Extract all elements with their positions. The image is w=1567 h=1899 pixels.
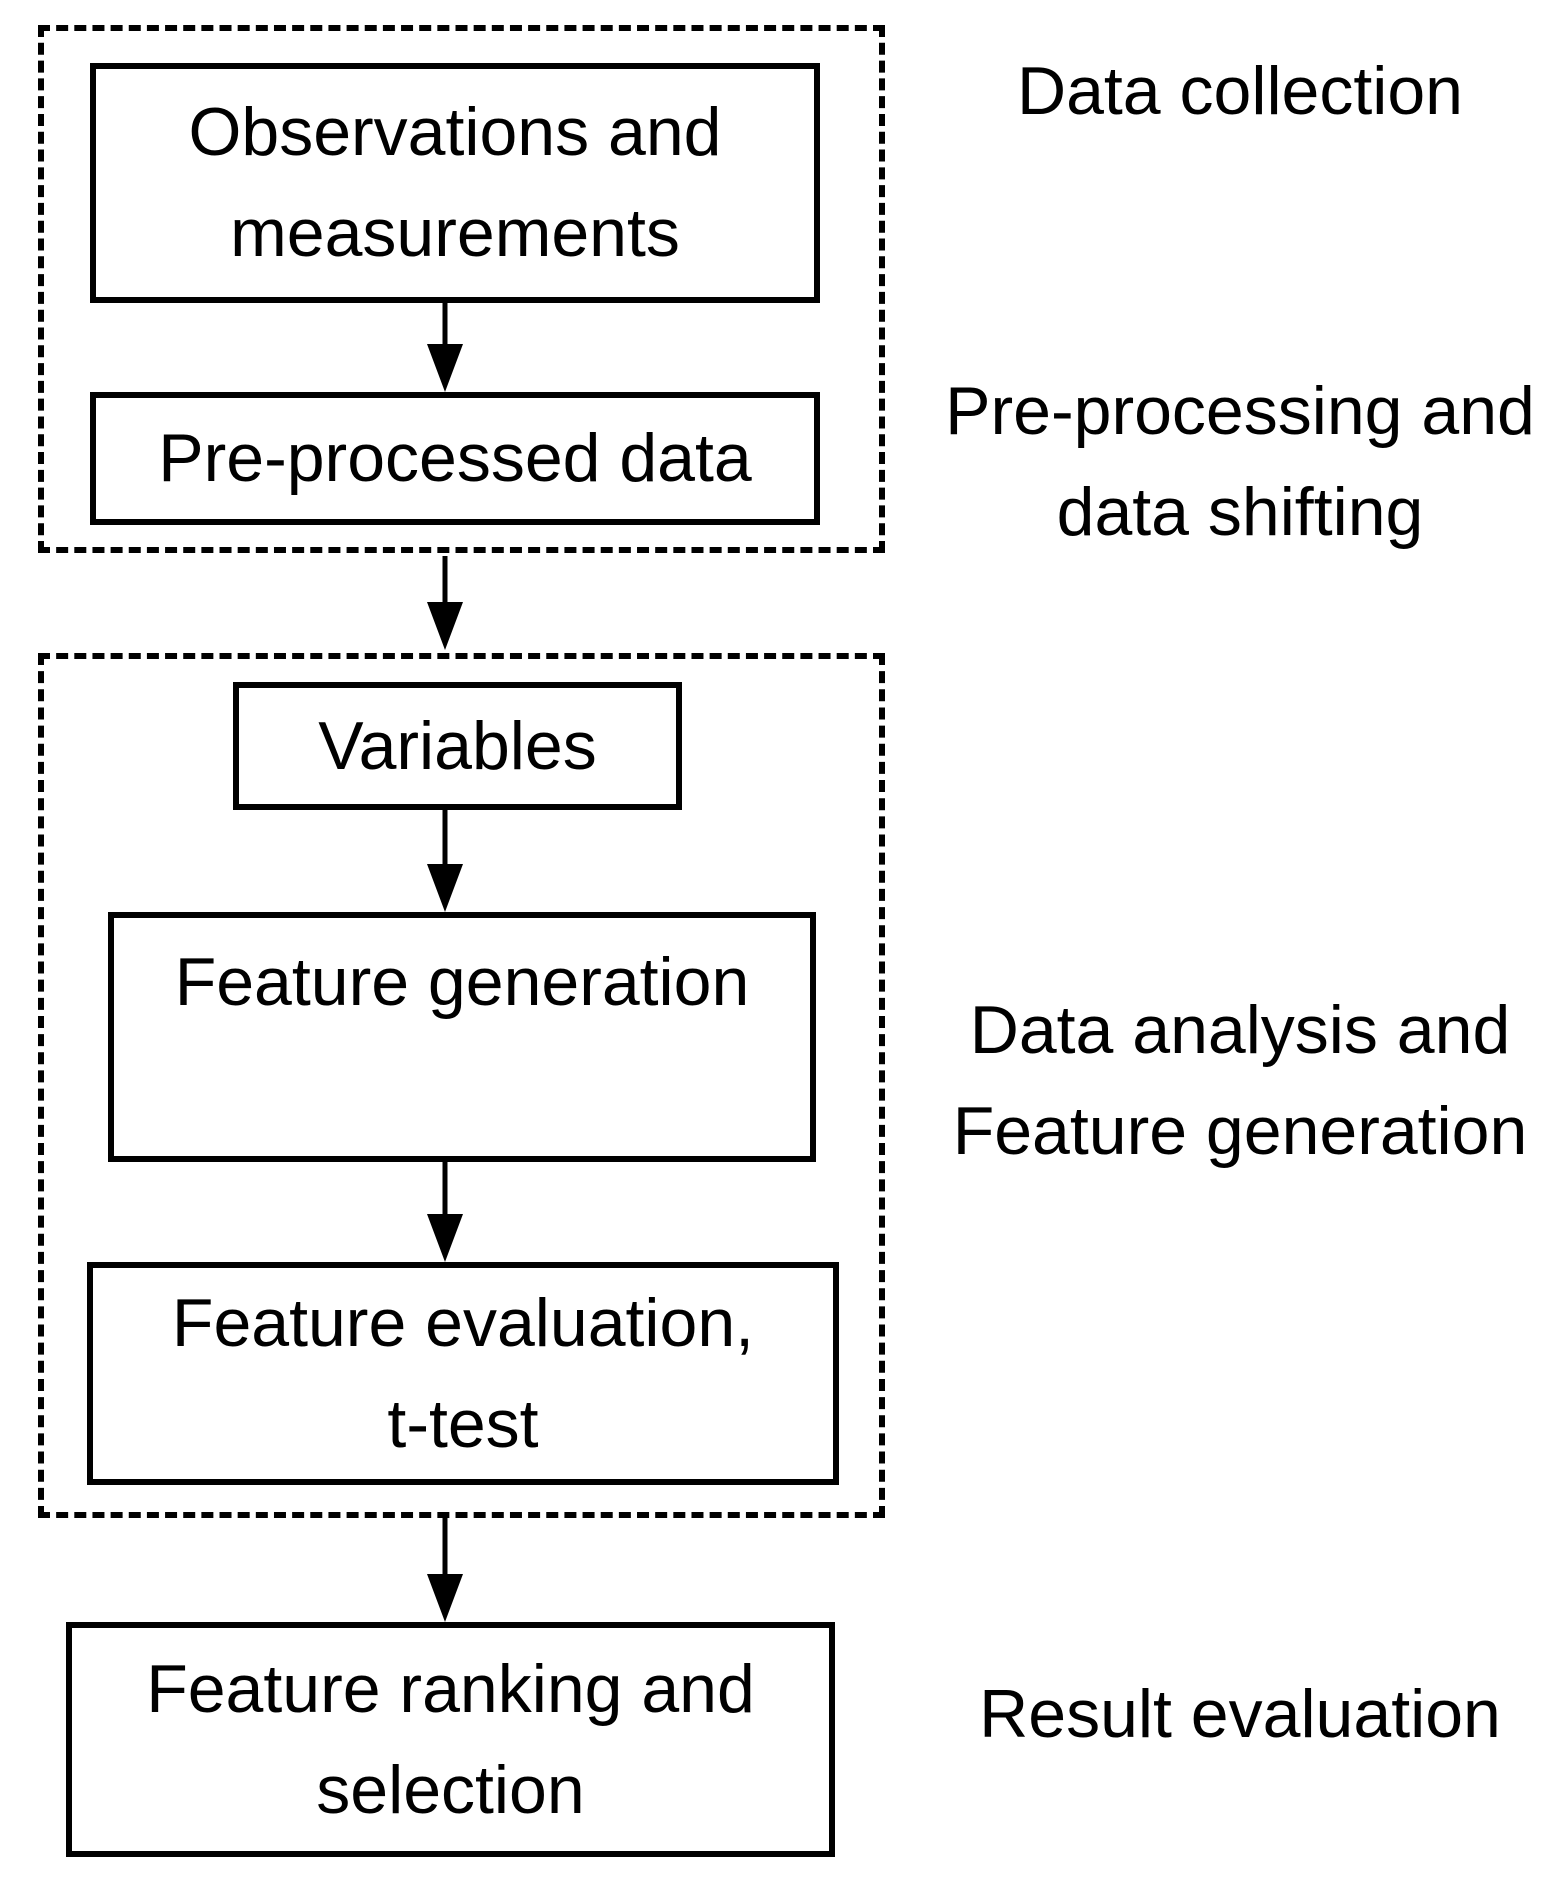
flow-arrow-5: [425, 1518, 465, 1622]
stage-group-data-collection: [38, 25, 885, 553]
flow-arrow-2: [425, 556, 465, 650]
stage-label-data-analysis: Data analysis and Feature generation: [920, 980, 1560, 1182]
stage-label-line: Pre-processing and: [945, 373, 1535, 449]
stage-label-line: Result evaluation: [979, 1676, 1501, 1752]
node-variables: Variables: [233, 682, 682, 810]
arrow-head-icon: [427, 344, 463, 392]
node-feature-evaluation-line-2: t-test: [387, 1385, 539, 1462]
stage-group-data-analysis: [38, 653, 885, 1518]
node-feature-evaluation: Feature evaluation, t-test: [87, 1262, 839, 1485]
node-feature-evaluation-line-1: Feature evaluation,: [171, 1284, 755, 1361]
arrow-head-icon: [427, 602, 463, 650]
node-observations-line-1: Observations and: [188, 94, 722, 170]
node-feature-generation-line-1: Feature generation: [174, 944, 750, 1020]
node-variables-line-1: Variables: [318, 707, 597, 784]
node-observations-line-2: measurements: [230, 195, 680, 271]
stage-label-pre-processing: Pre-processing and data shifting: [920, 361, 1560, 563]
arrow-shaft: [442, 1518, 448, 1574]
arrow-head-icon: [427, 864, 463, 912]
flow-arrow-3: [425, 810, 465, 912]
stage-label-line: Feature generation: [952, 1093, 1528, 1169]
arrow-shaft: [442, 1162, 448, 1214]
arrow-head-icon: [427, 1574, 463, 1622]
stage-label-result-evaluation: Result evaluation: [920, 1664, 1560, 1765]
stage-label-line: Data collection: [1016, 53, 1464, 129]
node-feature-ranking-line-1: Feature ranking and: [146, 1650, 755, 1727]
node-feature-generation: Feature generation: [108, 912, 816, 1162]
stage-label-line: Data analysis and: [969, 992, 1511, 1068]
node-observations-measurements: Observations and measurements: [90, 63, 820, 303]
node-feature-ranking-line-2: selection: [316, 1751, 585, 1828]
arrow-head-icon: [427, 1214, 463, 1262]
flow-arrow-1: [425, 303, 465, 392]
node-pre-processed-data: Pre-processed data: [90, 392, 820, 525]
arrow-shaft: [442, 556, 448, 602]
arrow-shaft: [442, 810, 448, 864]
stage-label-data-collection: Data collection: [920, 41, 1560, 142]
arrow-shaft: [442, 303, 448, 344]
stage-label-line: data shifting: [1056, 474, 1424, 550]
flow-arrow-4: [425, 1162, 465, 1262]
node-feature-ranking-selection: Feature ranking and selection: [66, 1622, 835, 1857]
node-pre-processed-line-1: Pre-processed data: [158, 420, 752, 496]
